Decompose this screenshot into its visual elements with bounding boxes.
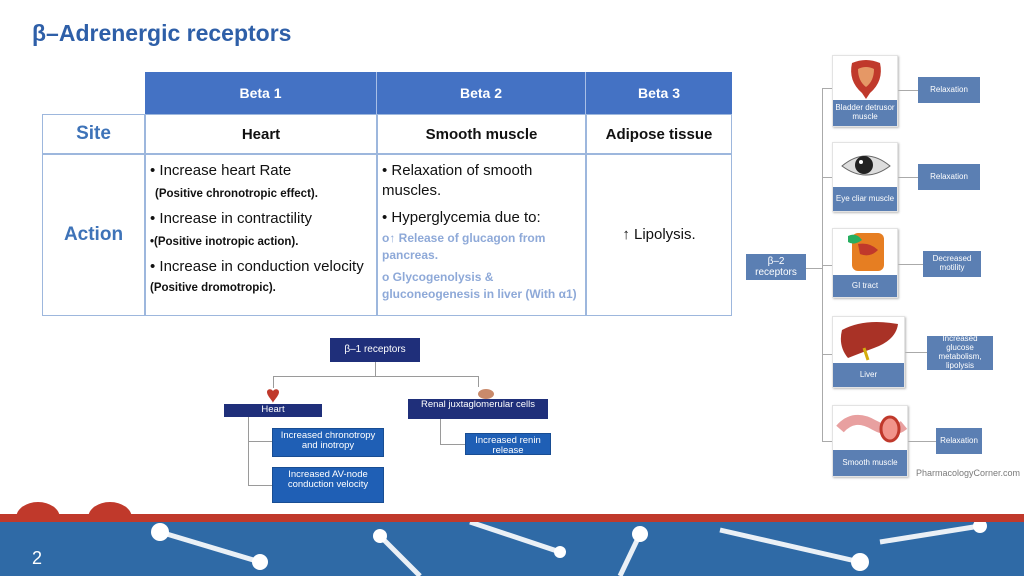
eye-card: Eye cliar muscle	[832, 142, 898, 212]
eye-effect: Relaxation	[918, 164, 980, 190]
bladder-card: Bladder detrusor muscle	[832, 55, 898, 127]
image-credit: PharmacologyCorner.com	[916, 468, 1021, 478]
site-label: Site	[42, 114, 145, 154]
beta1-note-chronotropy: (Positive chronotropic effect).	[155, 188, 318, 201]
beta2-action-hyperglycemia: • Hyperglycemia due to:	[382, 208, 541, 226]
renal-effect-renin: Increased renin release	[465, 433, 551, 455]
renal-box: Renal juxtaglomerular cells	[408, 399, 548, 419]
kidney-icon	[408, 387, 548, 399]
header-beta3: Beta 3	[586, 72, 732, 114]
beta1-note-inotropy: •(Positive inotropic action).	[150, 236, 299, 249]
beta2-subaction-glucagon: o↑ Release of glucagon from pancreas.	[382, 230, 546, 263]
site-beta3: Adipose tissue	[586, 114, 732, 154]
bladder-icon	[851, 60, 881, 99]
liver-icon	[840, 322, 898, 361]
action-label: Action	[42, 154, 145, 316]
header-beta2: Beta 2	[377, 72, 586, 114]
liver-label: Liver	[833, 363, 904, 387]
beta1-note-dromotropy: (Positive dromotropic).	[150, 281, 276, 294]
beta2-action-relaxation: • Relaxation of smooth muscles.	[382, 162, 533, 200]
beta1-root-box: β–1 receptors	[330, 338, 420, 362]
liver-effect: Increased glucose metabolism, lipolysis	[927, 335, 993, 370]
eye-icon	[841, 155, 891, 176]
bladder-effect: Relaxation	[918, 77, 980, 103]
smooth-muscle-card: Smooth muscle	[832, 405, 908, 477]
gi-effect: Decreased motility	[923, 251, 981, 277]
slide-title: β–Adrenergic receptors	[32, 20, 292, 46]
site-beta1: Heart	[145, 114, 377, 154]
action-beta1: • Increase heart Rate (Positive chronotr…	[145, 154, 377, 316]
eye-label: Eye cliar muscle	[833, 187, 897, 211]
action-beta3: ↑ Lipolysis.	[586, 154, 732, 316]
heart-box: Heart	[224, 404, 322, 417]
beta1-action-contractility: • Increase in contractility	[150, 209, 312, 227]
site-beta2: Smooth muscle	[377, 114, 586, 154]
heart-effect-av-conduction: Increased AV-node conduction velocity	[272, 467, 384, 503]
smooth-muscle-icon	[836, 414, 908, 443]
beta2-root-box: β–2 receptors	[746, 254, 806, 280]
liver-card: Liver	[832, 316, 905, 388]
beta1-action-chronotropy: • Increase heart Rate	[150, 162, 292, 179]
smooth-muscle-label: Smooth muscle	[833, 450, 907, 476]
header-beta1: Beta 1	[145, 72, 377, 114]
bladder-label: Bladder detrusor muscle	[833, 100, 897, 126]
receptor-table: Beta 1 Beta 2 Beta 3 Site Heart Smooth m…	[42, 72, 732, 316]
gi-label: GI tract	[833, 275, 897, 297]
gi-card: GI tract	[832, 228, 898, 298]
heart-effect-inotropy: Increased chronotropy and inotropy	[272, 428, 384, 457]
gi-tract-icon	[848, 233, 884, 271]
page-number: 2	[32, 548, 43, 568]
beta1-action-conduction: • Increase in conduction velocity	[150, 257, 364, 275]
footer-network-graphic	[0, 522, 1024, 576]
heart-icon	[224, 388, 322, 404]
action-beta2: • Relaxation of smooth muscles. • Hyperg…	[377, 154, 586, 316]
beta2-subaction-glycogenolysis: o Glycogenolysis & gluconeogenesis in li…	[382, 269, 577, 301]
smooth-muscle-effect: Relaxation	[936, 428, 982, 454]
footer-band	[0, 514, 1024, 522]
